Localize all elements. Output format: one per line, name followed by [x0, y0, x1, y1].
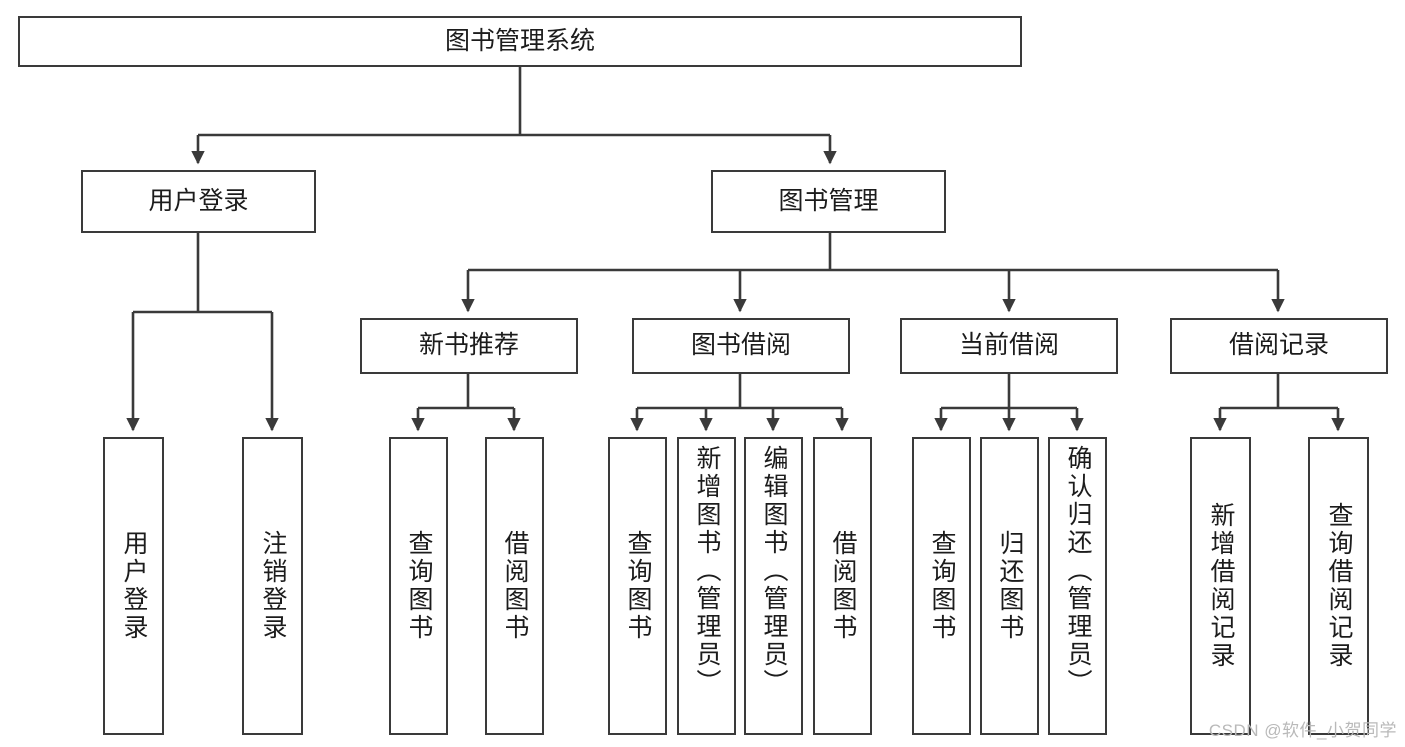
node-book-borrow-label: 图书借阅: [690, 331, 791, 360]
node-user-login[interactable]: 用户登录: [81, 170, 316, 233]
node-leaf-logout-login[interactable]: 注销登录: [242, 437, 303, 735]
node-leaf-add-book[interactable]: 新增图书（管理员）: [677, 437, 736, 735]
node-leaf-return-book-label: 归还图书: [996, 530, 1024, 642]
node-leaf-add-book-label: 新增图书（管理员）: [693, 445, 721, 697]
node-leaf-query-book-2-label: 查询图书: [624, 530, 652, 642]
node-leaf-edit-book[interactable]: 编辑图书（管理员）: [744, 437, 803, 735]
node-leaf-borrow-book-1-label: 借阅图书: [501, 530, 529, 642]
node-leaf-borrow-book-2-label: 借阅图书: [829, 530, 857, 642]
node-leaf-user-login-label: 用户登录: [120, 530, 148, 642]
node-new-book-recommend[interactable]: 新书推荐: [360, 318, 578, 374]
node-root[interactable]: 图书管理系统: [18, 16, 1022, 67]
node-leaf-add-record-label: 新增借阅记录: [1207, 502, 1235, 670]
node-leaf-query-book-3[interactable]: 查询图书: [912, 437, 971, 735]
node-leaf-borrow-book-1[interactable]: 借阅图书: [485, 437, 544, 735]
node-leaf-borrow-book-2[interactable]: 借阅图书: [813, 437, 872, 735]
node-leaf-query-book-1[interactable]: 查询图书: [389, 437, 448, 735]
node-leaf-edit-book-label: 编辑图书（管理员）: [760, 445, 788, 697]
node-user-login-label: 用户登录: [148, 186, 249, 215]
node-leaf-return-book[interactable]: 归还图书: [980, 437, 1039, 735]
node-book-management-label: 图书管理: [778, 186, 879, 215]
node-leaf-confirm-return-label: 确认归还（管理员）: [1064, 445, 1092, 697]
node-leaf-user-login[interactable]: 用户登录: [103, 437, 164, 735]
node-leaf-query-book-2[interactable]: 查询图书: [608, 437, 667, 735]
node-leaf-query-record-label: 查询借阅记录: [1325, 502, 1353, 670]
node-borrow-record[interactable]: 借阅记录: [1170, 318, 1388, 374]
node-current-borrow-label: 当前借阅: [958, 331, 1059, 360]
node-root-label: 图书管理系统: [444, 26, 595, 55]
node-leaf-query-record[interactable]: 查询借阅记录: [1308, 437, 1369, 735]
node-new-book-recommend-label: 新书推荐: [418, 331, 519, 360]
node-leaf-logout-login-label: 注销登录: [259, 530, 287, 642]
node-leaf-query-book-3-label: 查询图书: [928, 530, 956, 642]
watermark: CSDN @软件_小贺同学: [1208, 721, 1397, 740]
node-leaf-query-book-1-label: 查询图书: [405, 530, 433, 642]
node-leaf-confirm-return[interactable]: 确认归还（管理员）: [1048, 437, 1107, 735]
node-leaf-add-record[interactable]: 新增借阅记录: [1190, 437, 1251, 735]
node-current-borrow[interactable]: 当前借阅: [900, 318, 1118, 374]
node-book-management[interactable]: 图书管理: [711, 170, 946, 233]
node-borrow-record-label: 借阅记录: [1228, 331, 1329, 360]
node-book-borrow[interactable]: 图书借阅: [632, 318, 850, 374]
